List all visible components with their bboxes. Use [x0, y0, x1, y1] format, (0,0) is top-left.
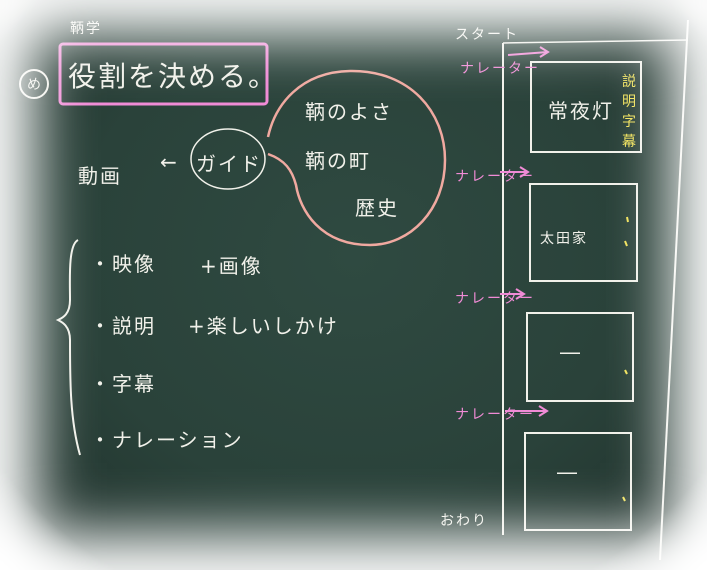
frame-4 — [524, 432, 632, 531]
list-item-1: ・映像 — [90, 252, 156, 276]
subject-label: 鞆学 — [70, 21, 102, 37]
goal-mark-circle — [19, 69, 49, 99]
end-label: おわり — [440, 513, 488, 529]
bubble-line-1: 鞆のよさ — [305, 100, 393, 124]
goal-box — [58, 42, 269, 106]
list-item-4: ・ナレーション — [90, 428, 244, 452]
narrator-label-1: ナレーター — [460, 61, 540, 77]
bubble-line-3: 歴史 — [355, 196, 399, 220]
list-item-3: ・字幕 — [90, 372, 156, 396]
frame-2-text: 太田家 — [540, 231, 588, 247]
list-item-2-extra: +楽しいしかけ — [188, 314, 339, 338]
video-label: 動画 — [78, 164, 122, 188]
timeline-top — [502, 39, 689, 44]
list-item-1-extra: +画像 — [200, 254, 263, 278]
bubble-outline — [266, 69, 447, 247]
frame-3-text: ― — [560, 340, 582, 364]
frame-1 — [530, 61, 642, 153]
frame-1-note: 説明 字幕 — [622, 74, 638, 150]
frame-3 — [526, 312, 634, 402]
narrator-label-4: ナレーター — [455, 407, 535, 423]
guide-circle — [190, 128, 266, 190]
narrator-label-3: ナレーター — [455, 291, 535, 307]
frame-1-text: 常夜灯 — [548, 99, 614, 123]
timeline-right-rail — [659, 19, 689, 561]
bubble-line-2: 鞆の町 — [305, 149, 371, 173]
narrator-label-2: ナレーター — [455, 169, 535, 185]
list-item-2: ・説明 — [90, 314, 156, 338]
left-arrow: ← — [160, 150, 179, 174]
frame-4-text: ― — [557, 460, 579, 484]
start-label: スタート — [455, 27, 519, 43]
goal-text: 役割を決める。 — [68, 60, 279, 93]
frame-2 — [529, 183, 638, 282]
guide-label: ガイド — [196, 152, 262, 176]
goal-mark: め — [27, 77, 43, 93]
left-brace — [55, 239, 81, 456]
